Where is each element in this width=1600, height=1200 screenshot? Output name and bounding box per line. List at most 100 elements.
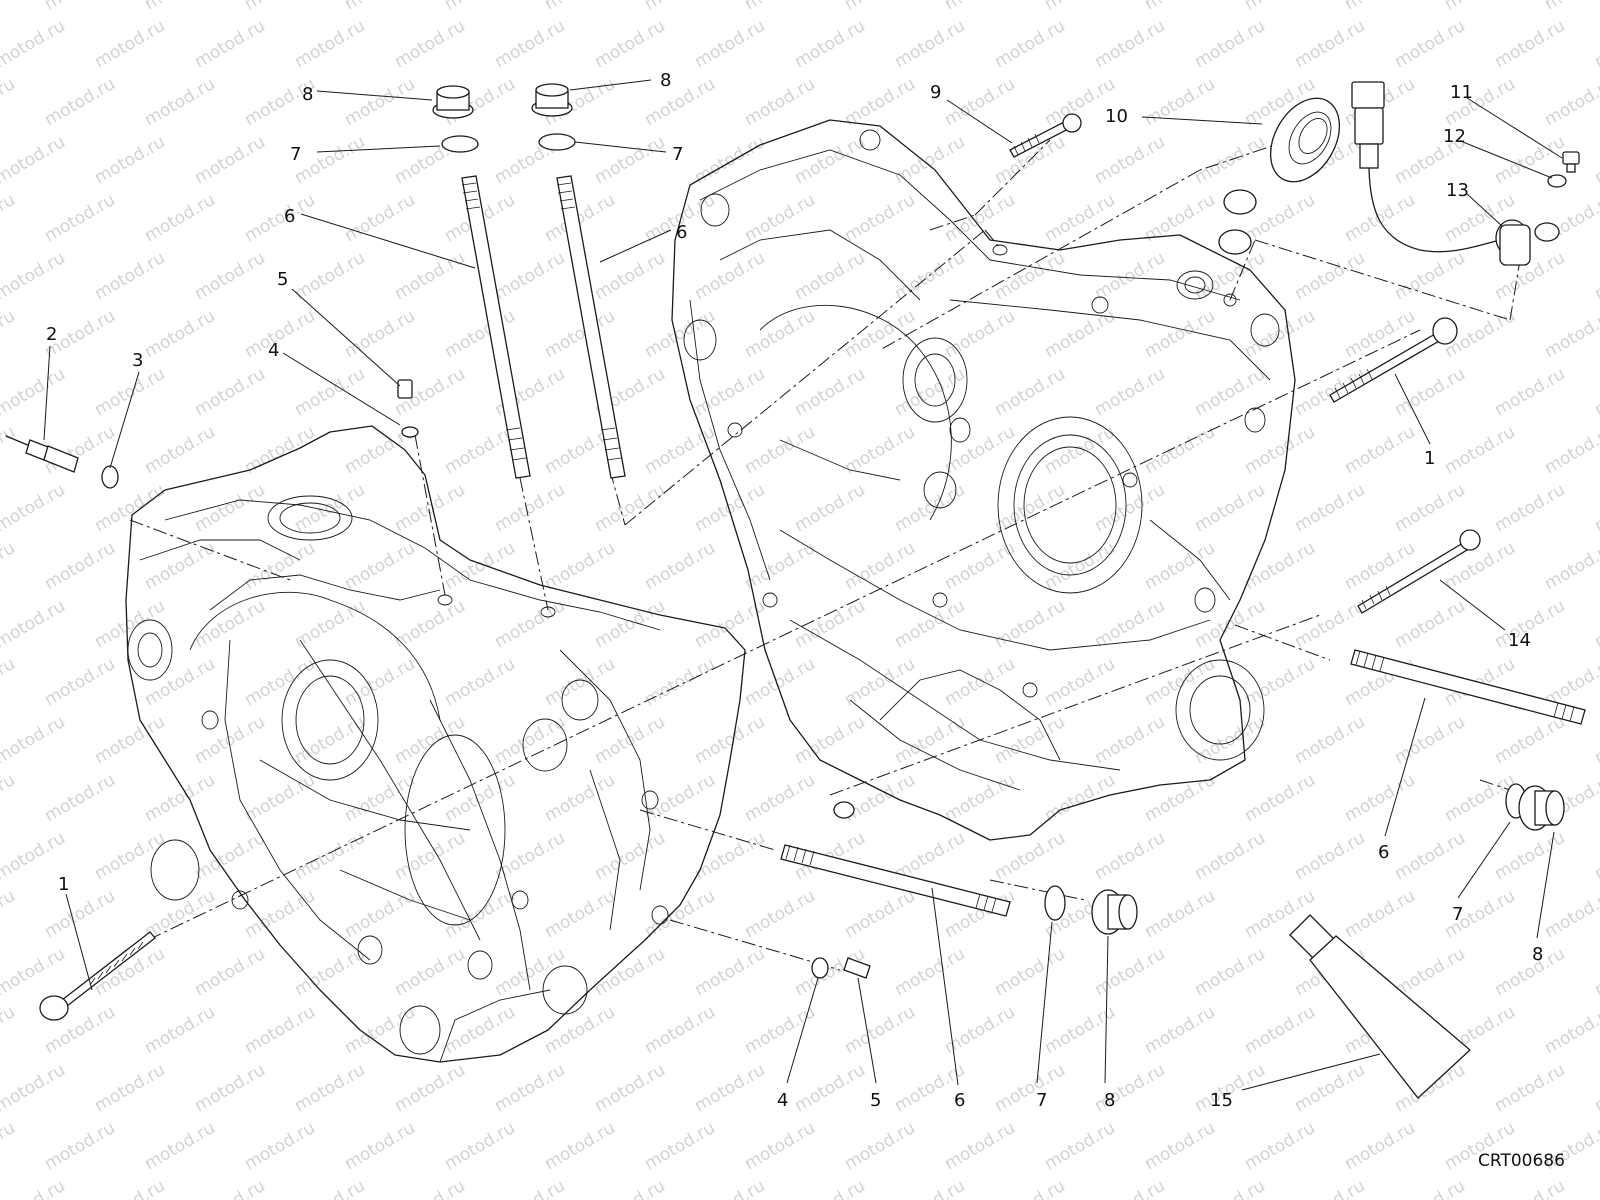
watermark-text: motod.ru xyxy=(0,248,69,304)
callout-p9[interactable]: 9 xyxy=(930,82,941,103)
watermark-text: motod.ru xyxy=(0,1176,69,1200)
callout-p8d[interactable]: 8 xyxy=(1532,944,1543,965)
watermark-text: motod.ru xyxy=(691,364,769,420)
watermark-text: motod.ru xyxy=(1191,712,1269,768)
callout-p14[interactable]: 14 xyxy=(1508,630,1531,651)
callout-p7a[interactable]: 7 xyxy=(290,144,301,165)
watermark-text: motod.ru xyxy=(441,654,519,710)
watermark-text: motod.ru xyxy=(1091,712,1169,768)
callout-p6b[interactable]: 6 xyxy=(676,222,687,243)
watermark-text: motod.ru xyxy=(0,944,69,1000)
watermark-text: motod.ru xyxy=(91,1176,169,1200)
watermark-text: motod.ru xyxy=(191,1060,269,1116)
watermark-text: motod.ru xyxy=(991,944,1069,1000)
watermark-text: motod.ru xyxy=(41,538,119,594)
callout-p7c[interactable]: 7 xyxy=(1036,1090,1047,1111)
watermark-text: motod.ru xyxy=(391,16,469,72)
watermark-text: motod.ru xyxy=(791,1060,869,1116)
watermark-text: motod.ru xyxy=(1291,480,1369,536)
watermark-text: motod.ru xyxy=(291,828,369,884)
watermark-text: motod.ru xyxy=(1091,480,1169,536)
watermark-text: motod.ru xyxy=(691,480,769,536)
watermark-text: motod.ru xyxy=(41,654,119,710)
long-cap-screw-left xyxy=(39,931,156,1021)
watermark-text: motod.ru xyxy=(1141,422,1219,478)
watermark-text: motod.ru xyxy=(591,132,669,188)
watermark-text: motod.ru xyxy=(1241,422,1319,478)
callout-p8c[interactable]: 8 xyxy=(1104,1090,1115,1111)
long-cap-screw-right xyxy=(1329,317,1458,403)
watermark-text: motod.ru xyxy=(1391,16,1469,72)
watermark-text: motod.ru xyxy=(241,1118,319,1174)
callout-p13[interactable]: 13 xyxy=(1446,180,1469,201)
watermark-text: motod.ru xyxy=(741,770,819,826)
watermark-text: motod.ru xyxy=(641,886,719,942)
watermark-text: motod.ru xyxy=(1591,480,1600,536)
callout-p8b[interactable]: 8 xyxy=(660,70,671,91)
watermark-text: motod.ru xyxy=(1241,770,1319,826)
watermark-text: motod.ru xyxy=(841,74,919,130)
watermark-text: motod.ru xyxy=(341,190,419,246)
callout-p10[interactable]: 10 xyxy=(1105,106,1128,127)
callout-p5b[interactable]: 5 xyxy=(870,1090,881,1111)
callout-p3[interactable]: 3 xyxy=(132,350,143,371)
watermark-text: motod.ru xyxy=(291,16,369,72)
watermark-text: motod.ru xyxy=(291,364,369,420)
watermark-text: motod.ru xyxy=(391,248,469,304)
callout-p4b[interactable]: 4 xyxy=(777,1090,788,1111)
watermark-text: motod.ru xyxy=(0,654,19,710)
callout-p8a[interactable]: 8 xyxy=(302,84,313,105)
watermark-text: motod.ru xyxy=(1241,1002,1319,1058)
callout-p4a[interactable]: 4 xyxy=(268,340,279,361)
watermark-text: motod.ru xyxy=(1591,132,1600,188)
watermark-text: motod.ru xyxy=(1191,480,1269,536)
callout-p6c[interactable]: 6 xyxy=(954,1090,965,1111)
watermark-text: motod.ru xyxy=(1441,0,1519,14)
watermark-text: motod.ru xyxy=(1491,944,1569,1000)
watermark-text: motod.ru xyxy=(491,1176,569,1200)
callout-p7b[interactable]: 7 xyxy=(672,144,683,165)
watermark-text: motod.ru xyxy=(741,306,819,362)
callout-p15[interactable]: 15 xyxy=(1210,1090,1233,1111)
watermark-text: motod.ru xyxy=(541,0,619,14)
watermark-text: motod.ru xyxy=(991,1176,1069,1200)
watermark-text: motod.ru xyxy=(91,828,169,884)
watermark-text: motod.ru xyxy=(791,248,869,304)
callout-p7d[interactable]: 7 xyxy=(1452,904,1463,925)
watermark-text: motod.ru xyxy=(841,0,919,14)
callout-p6a[interactable]: 6 xyxy=(284,206,295,227)
callout-p11[interactable]: 11 xyxy=(1450,82,1473,103)
watermark-text: motod.ru xyxy=(0,190,19,246)
watermark-text: motod.ru xyxy=(641,538,719,594)
watermark-text: motod.ru xyxy=(1491,16,1569,72)
callout-p1b[interactable]: 1 xyxy=(1424,448,1435,469)
watermark-text: motod.ru xyxy=(491,712,569,768)
callout-p12[interactable]: 12 xyxy=(1443,126,1466,147)
watermark-text: motod.ru xyxy=(541,1118,619,1174)
watermark-text: motod.ru xyxy=(291,248,369,304)
callout-p6d[interactable]: 6 xyxy=(1378,842,1389,863)
watermark-text: motod.ru xyxy=(491,596,569,652)
watermark-text: motod.ru xyxy=(91,16,169,72)
small-washer-top xyxy=(401,426,419,438)
watermark-text: motod.ru xyxy=(1591,1176,1600,1200)
watermark-text: motod.ru xyxy=(641,1002,719,1058)
sealant-tube xyxy=(1289,914,1471,1099)
watermark-text: motod.ru xyxy=(441,0,519,14)
watermark-text: motod.ru xyxy=(241,190,319,246)
watermark-text: motod.ru xyxy=(941,0,1019,14)
watermark-text: motod.ru xyxy=(1091,596,1169,652)
callout-p1a[interactable]: 1 xyxy=(58,874,69,895)
callout-p2[interactable]: 2 xyxy=(46,324,57,345)
watermark-text: motod.ru xyxy=(1591,364,1600,420)
washer-bottom xyxy=(1044,885,1066,921)
watermark-text: motod.ru xyxy=(1291,248,1369,304)
watermark-text: motod.ru xyxy=(591,480,669,536)
watermark-text: motod.ru xyxy=(1141,306,1219,362)
watermark-text: motod.ru xyxy=(841,306,919,362)
callout-p5a[interactable]: 5 xyxy=(277,269,288,290)
flange-nut-right xyxy=(1518,785,1565,831)
watermark-text: motod.ru xyxy=(491,944,569,1000)
watermark-text: motod.ru xyxy=(1191,1176,1269,1200)
watermark-text: motod.ru xyxy=(841,770,919,826)
